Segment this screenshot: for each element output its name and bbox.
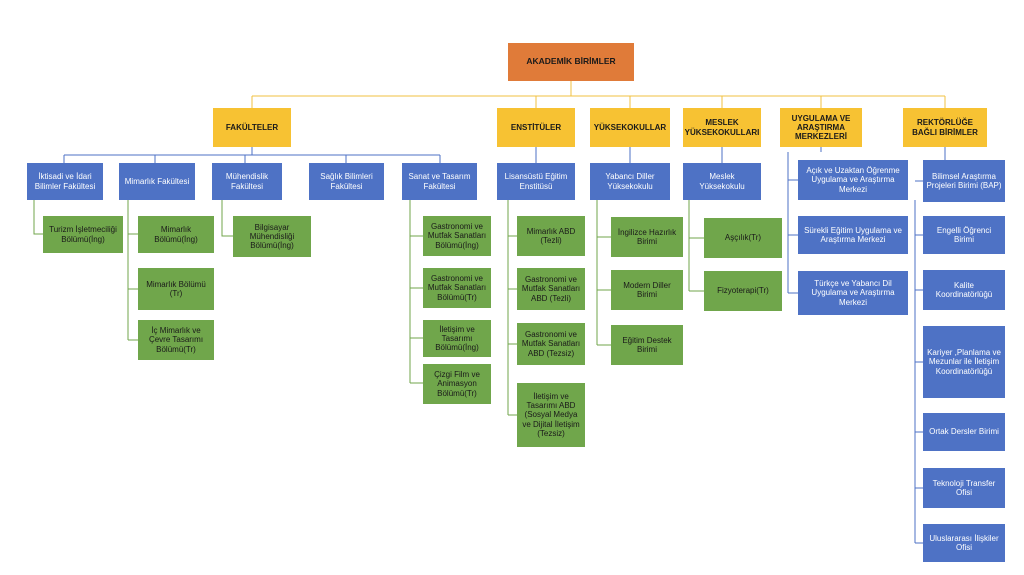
vocational-label: Meslek Yüksekokulu [699,172,745,191]
category-label: MESLEK YÜKSEKOKULLARI [684,118,760,137]
department-node: İç Mimarlık ve Çevre Tasarımı Bölümü(Tr) [138,320,214,360]
program-node: İletişim ve Tasarımı ABD (Sosyal Medya v… [517,383,585,447]
rectorate-unit-node: Ortak Dersler Birimi [923,413,1005,451]
rectorate-unit-label: Ortak Dersler Birimi [929,427,999,437]
department-label: Gastronomi ve Mutfak Sanatları Bölümü(Tr… [427,274,487,302]
department-label: Bilgisayar Mühendisliği Bölümü(İng) [249,222,295,251]
research-center-node: Türkçe ve Yabancı Dil Uygulama ve Araştı… [798,271,908,315]
school-unit-node: İngilizce Hazırlık Birimi [611,217,683,257]
category-label: REKTÖRLÜĞE BAĞLI BİRİMLER [912,118,978,137]
category-label: ENSTİTÜLER [510,122,562,132]
rectorate-unit-node: Uluslararası İlişkiler Ofisi [923,524,1005,562]
school-unit-node: Modern Diller Birimi [611,270,683,310]
department-label: İletişim ve Tasarımı Bölümü(İng) [435,324,479,353]
department-label: Mimarlık Bölümü(İng) [154,225,198,244]
department-node: İletişim ve Tasarımı Bölümü(İng) [423,320,491,357]
rectorate-unit-node: Teknoloji Transfer Ofisi [923,468,1005,508]
faculty-label: Sanat ve Tasarım Fakültesi [408,172,471,191]
rectorate-unit-label: Engelli Öğrenci Birimi [936,225,992,244]
rectorate-unit-node: Engelli Öğrenci Birimi [923,216,1005,254]
rectorate-unit-label: Kalite Koordinatörlüğü [935,280,993,299]
category-label: YÜKSEKOKULLAR [593,122,667,132]
department-label: Turizm İşletmeciliği Bölümü(İng) [49,225,117,244]
school-unit-label: Eğitim Destek Birimi [622,335,672,354]
research-center-node: Açık ve Uzaktan Öğrenme Uygulama ve Araş… [798,160,908,200]
category-faculties: FAKÜLTELER [213,108,291,147]
school-unit-label: Modern Diller Birimi [623,280,671,299]
vocational-program-label: Aşçılık(Tr) [724,233,762,243]
program-node: Gastronomi ve Mutfak Sanatları ABD (Tezs… [517,323,585,365]
category-schools: YÜKSEKOKULLAR [590,108,670,147]
faculty-label: Mimarlık Fakültesi [124,176,190,186]
vocational-node: Meslek Yüksekokulu [683,163,761,200]
faculty-node: Sağlık Bilimleri Fakültesi [309,163,384,200]
department-label: Gastronomi ve Mutfak Sanatları Bölümü(İn… [427,222,487,250]
program-label: Mimarlık ABD (Tezli) [526,226,576,245]
department-node: Turizm İşletmeciliği Bölümü(İng) [43,216,123,253]
program-label: Gastronomi ve Mutfak Sanatları ABD (Tezl… [521,275,581,303]
institute-label: Lisansüstü Eğitim Enstitüsü [504,172,568,191]
rectorate-unit-node: Kariyer ,Planlama ve Mezunlar ile İletiş… [923,326,1005,398]
rectorate-unit-label: Bilimsel Araştırma Projeleri Birimi (BAP… [926,171,1002,190]
department-label: İç Mimarlık ve Çevre Tasarımı Bölümü(Tr) [148,326,204,354]
department-node: Mimarlık Bölümü (Tr) [138,268,214,310]
category-research-centers: UYGULAMA VE ARAŞTIRMA MERKEZLERİ [780,108,862,147]
faculty-label: Mühendislik Fakültesi [225,172,269,191]
department-node: Çizgi Film ve Animasyon Bölümü(Tr) [423,364,491,404]
research-center-node: Sürekli Eğitim Uygulama ve Araştırma Mer… [798,216,908,254]
rectorate-unit-node: Bilimsel Araştırma Projeleri Birimi (BAP… [923,160,1005,202]
rectorate-unit-node: Kalite Koordinatörlüğü [923,270,1005,310]
research-center-label: Türkçe ve Yabancı Dil Uygulama ve Araştı… [811,279,895,307]
vocational-program-node: Aşçılık(Tr) [704,218,782,258]
school-unit-label: İngilizce Hazırlık Birimi [617,227,677,246]
vocational-program-label: Fizyoterapi(Tr) [717,286,769,296]
department-label: Çizgi Film ve Animasyon Bölümü(Tr) [434,370,480,398]
rectorate-unit-label: Teknoloji Transfer Ofisi [932,478,996,497]
rectorate-unit-label: Uluslararası İlişkiler Ofisi [929,533,999,552]
faculty-node: İktisadi ve İdari Bilimler Fakültesi [27,163,103,200]
department-node: Gastronomi ve Mutfak Sanatları Bölümü(İn… [423,216,491,256]
faculty-node: Mimarlık Fakültesi [119,163,195,200]
research-center-label: Açık ve Uzaktan Öğrenme Uygulama ve Araş… [806,166,900,194]
institute-node: Lisansüstü Eğitim Enstitüsü [497,163,575,200]
research-center-label: Sürekli Eğitim Uygulama ve Araştırma Mer… [804,225,902,244]
category-institutes: ENSTİTÜLER [497,108,575,147]
root-node: AKADEMİK BİRİMLER [508,43,634,81]
root-label: AKADEMİK BİRİMLER [526,56,616,67]
department-node: Mimarlık Bölümü(İng) [138,216,214,253]
school-label: Yabancı Diller Yüksekokulu [605,172,655,191]
department-label: Mimarlık Bölümü (Tr) [146,279,206,298]
school-unit-node: Eğitim Destek Birimi [611,325,683,365]
department-node: Bilgisayar Mühendisliği Bölümü(İng) [233,216,311,257]
program-node: Mimarlık ABD (Tezli) [517,216,585,256]
program-label: Gastronomi ve Mutfak Sanatları ABD (Tezs… [521,330,581,358]
faculty-node: Mühendislik Fakültesi [212,163,282,200]
program-node: Gastronomi ve Mutfak Sanatları ABD (Tezl… [517,268,585,310]
category-rectorate-units: REKTÖRLÜĞE BAĞLI BİRİMLER [903,108,987,147]
department-node: Gastronomi ve Mutfak Sanatları Bölümü(Tr… [423,268,491,308]
category-vocational-schools: MESLEK YÜKSEKOKULLARI [683,108,761,147]
faculty-label: Sağlık Bilimleri Fakültesi [320,172,373,191]
faculty-label: İktisadi ve İdari Bilimler Fakültesi [34,172,96,191]
faculty-node: Sanat ve Tasarım Fakültesi [402,163,477,200]
program-label: İletişim ve Tasarımı ABD (Sosyal Medya v… [522,392,580,438]
category-label: FAKÜLTELER [225,122,279,132]
rectorate-unit-label: Kariyer ,Planlama ve Mezunlar ile İletiş… [927,348,1001,376]
category-label: UYGULAMA VE ARAŞTIRMA MERKEZLERİ [791,113,851,142]
school-node: Yabancı Diller Yüksekokulu [590,163,670,200]
vocational-program-node: Fizyoterapi(Tr) [704,271,782,311]
